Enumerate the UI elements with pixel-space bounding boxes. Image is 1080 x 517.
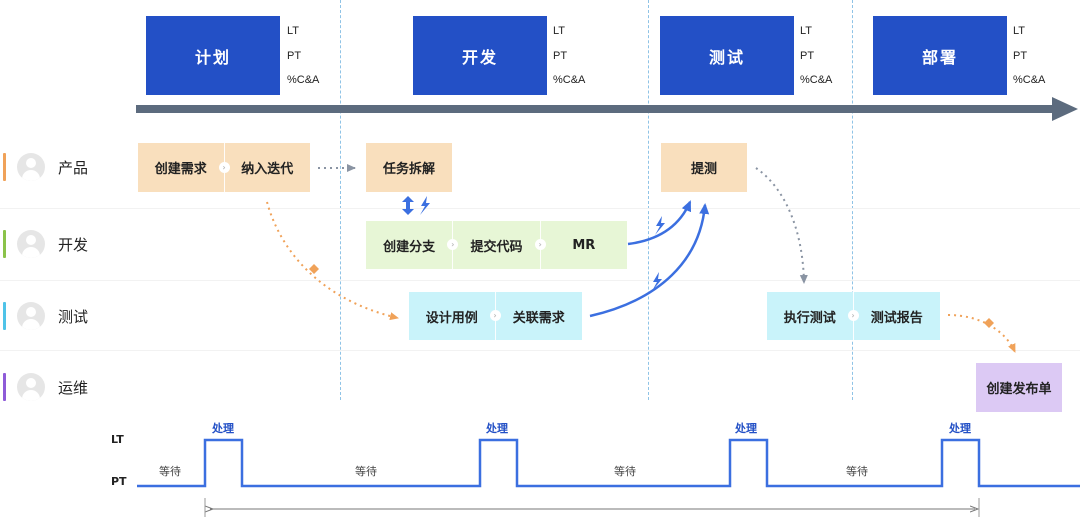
flow-mr-to-submit (627, 200, 692, 246)
phase-deploy-box: 部署 (873, 16, 1007, 95)
task-group-test-exec: 执行测试 › 测试报告 (767, 292, 940, 340)
lt-axis-label: LT (111, 433, 124, 446)
phase-deploy-title: 部署 (921, 47, 958, 67)
lightning-icon (652, 272, 662, 291)
lightning-icon (420, 196, 430, 215)
flow-submit-to-execute (755, 167, 808, 284)
phase-timeline-arrow (136, 97, 1078, 121)
process-label: 处理 (212, 422, 234, 435)
task-submit-for-test[interactable]: 提测 (661, 143, 747, 192)
phase-dev-box: 开发 (413, 16, 547, 95)
task-merge-request[interactable]: › MR (534, 221, 627, 269)
phase-test-pt: PT (800, 50, 815, 62)
bidirectional-arrow-icon (402, 196, 414, 215)
lane-ops-marker (3, 373, 6, 401)
lane-dev-avatar-icon (17, 230, 45, 258)
phase-divider (648, 0, 649, 400)
task-group-product-plan: 创建需求 › 纳入迭代 (138, 143, 310, 192)
phase-plan-lt: LT (287, 25, 300, 37)
task-add-to-iteration[interactable]: › 纳入迭代 (218, 143, 310, 192)
task-commit-code[interactable]: › 提交代码 (447, 221, 540, 269)
phase-test-lt: LT (800, 25, 813, 37)
phase-dev-ca: %C&A (553, 74, 586, 86)
task-breakdown[interactable]: 任务拆解 (366, 143, 452, 192)
flow-report-to-release (947, 314, 1016, 353)
process-label: 处理 (486, 422, 508, 435)
lane-dev-label: 开发 (58, 236, 89, 254)
wait-label: 等待 (159, 465, 181, 478)
task-run-tests[interactable]: 执行测试 (767, 292, 853, 340)
pt-axis-label: PT (111, 475, 127, 488)
process-label: 处理 (735, 422, 757, 435)
lane-separator (0, 350, 1080, 351)
lane-product-label: 产品 (58, 159, 89, 177)
task-group-dev: 创建分支 › 提交代码 › MR (366, 221, 627, 269)
phase-plan-title: 计划 (194, 47, 231, 67)
chevron-right-icon: › (447, 239, 459, 250)
phase-dev-pt: PT (553, 50, 568, 62)
phase-deploy-lt: LT (1013, 25, 1026, 37)
lane-product-marker (3, 153, 6, 181)
diamond-icon (309, 264, 319, 274)
chevron-right-icon: › (534, 239, 546, 250)
chevron-right-icon: › (489, 310, 501, 321)
task-create-branch[interactable]: 创建分支 (366, 221, 453, 269)
phase-test-ca: %C&A (800, 74, 833, 86)
task-link-requirement[interactable]: › 关联需求 (489, 292, 582, 340)
phase-dev-lt: LT (553, 25, 566, 37)
phase-test-box: 测试 (660, 16, 794, 95)
phase-deploy-ca: %C&A (1013, 74, 1046, 86)
phase-deploy-pt: PT (1013, 50, 1028, 62)
lane-separator (0, 280, 1080, 281)
task-design-cases[interactable]: 设计用例 (409, 292, 495, 340)
lane-ops-label: 运维 (58, 379, 89, 397)
phase-dev-title: 开发 (461, 47, 498, 67)
flow-link-to-submit (589, 203, 710, 318)
wait-label: 等待 (846, 465, 868, 478)
lane-test-label: 测试 (58, 308, 89, 326)
phase-divider (852, 0, 853, 400)
task-group-product-test: 提测 (661, 143, 747, 192)
task-create-requirement[interactable]: 创建需求 (138, 143, 224, 192)
flow-iteration-to-design (266, 201, 399, 321)
phase-divider (340, 0, 341, 400)
process-wait-waveform (137, 438, 1080, 488)
task-group-product-dev: 任务拆解 (366, 143, 452, 192)
lane-test-avatar-icon (17, 302, 45, 330)
wait-label: 等待 (355, 465, 377, 478)
chevron-right-icon: › (218, 161, 230, 173)
lane-ops-avatar-icon (17, 373, 45, 401)
phase-plan-pt: PT (287, 50, 302, 62)
chevron-right-icon: › (847, 310, 859, 321)
phase-plan-ca: %C&A (287, 74, 320, 86)
lane-product-avatar-icon (17, 153, 45, 181)
lightning-icon (655, 216, 665, 235)
phase-plan-box: 计划 (146, 16, 280, 95)
lane-separator (0, 208, 1080, 209)
lane-test-marker (3, 302, 6, 330)
process-label: 处理 (949, 422, 971, 435)
task-group-test-design: 设计用例 › 关联需求 (409, 292, 582, 340)
task-group-ops: 创建发布单 (976, 363, 1062, 412)
phase-test-title: 测试 (708, 47, 745, 67)
diamond-icon (984, 318, 994, 328)
task-test-report[interactable]: › 测试报告 (847, 292, 940, 340)
lane-dev-marker (3, 230, 6, 258)
wait-label: 等待 (614, 465, 636, 478)
task-create-release[interactable]: 创建发布单 (976, 363, 1062, 412)
